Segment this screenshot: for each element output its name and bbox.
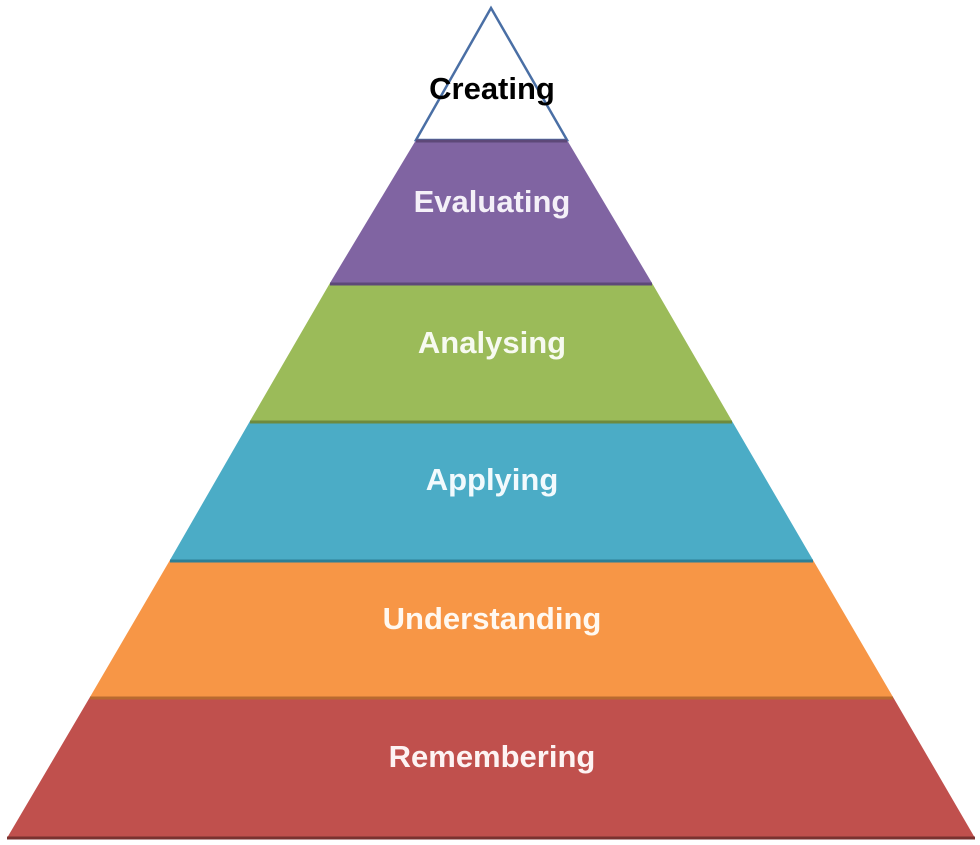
tier-analysing [250, 283, 732, 421]
tier-dividers [7, 139, 975, 840]
label-creating: Creating [429, 71, 555, 106]
tier-evaluating [330, 140, 652, 283]
label-evaluating: Evaluating [414, 184, 571, 219]
label-applying: Applying [426, 462, 559, 497]
label-remembering: Remembering [389, 739, 596, 774]
label-analysing: Analysing [418, 325, 566, 360]
tier-applying [170, 421, 813, 560]
tier-remembering [7, 697, 975, 838]
label-understanding: Understanding [383, 601, 602, 636]
tier-understanding [90, 560, 893, 697]
